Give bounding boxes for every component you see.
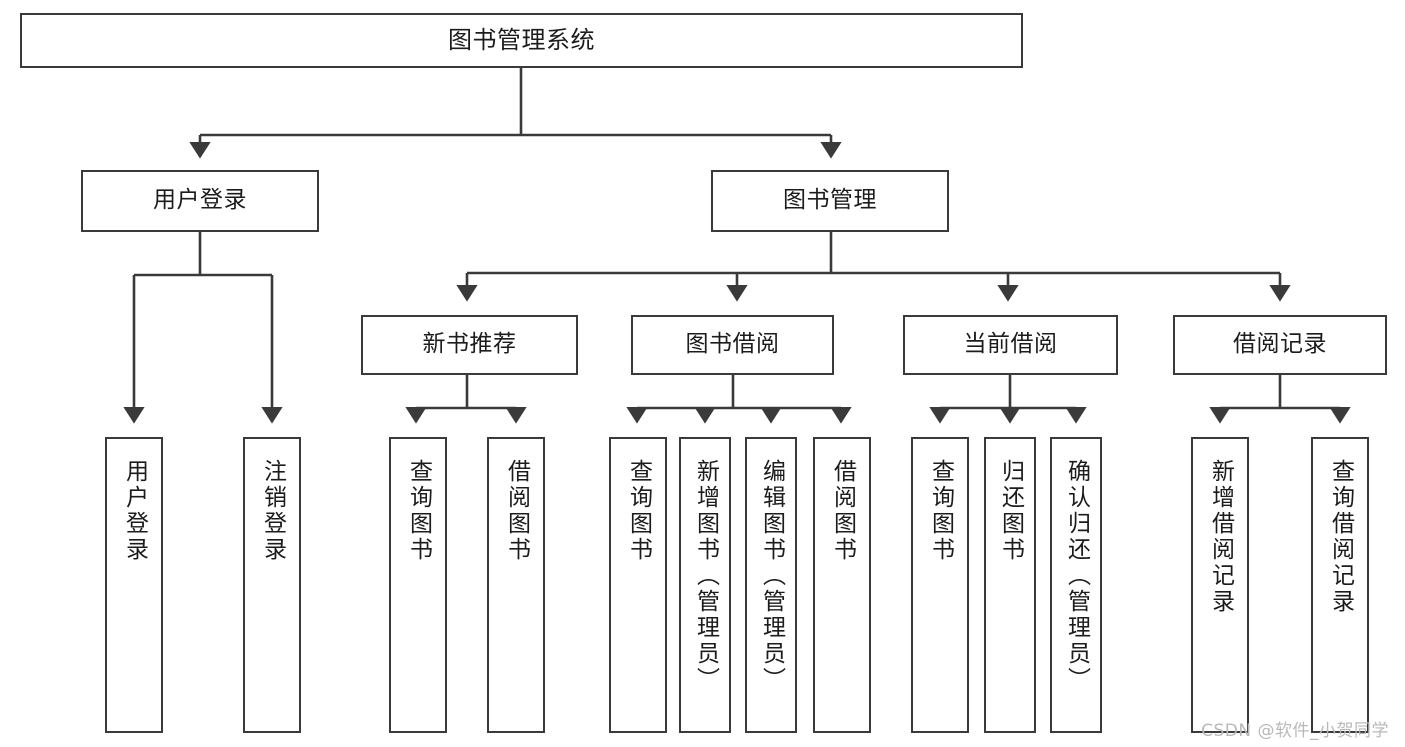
- node-root-system[interactable]: 图书管理系统: [20, 13, 1023, 68]
- leaf-node-query-borrow-record[interactable]: 查询借阅记录: [1311, 437, 1369, 733]
- node-label: 查询图书: [625, 459, 652, 563]
- node-label: 用户登录: [153, 187, 247, 214]
- leaf-node-query-book-borrow[interactable]: 查询图书: [609, 437, 667, 733]
- leaf-node-add-borrow-record[interactable]: 新增借阅记录: [1191, 437, 1249, 733]
- node-label: 当前借阅: [963, 331, 1058, 358]
- leaf-node-query-book-recommend[interactable]: 查询图书: [389, 437, 447, 733]
- leaf-node-user-login[interactable]: 用户登录: [105, 437, 163, 733]
- node-label: 归还图书: [997, 459, 1024, 563]
- node-label: 注销登录: [259, 459, 286, 563]
- node-label: 编辑图书（管理员）: [758, 459, 785, 693]
- leaf-node-confirm-return-admin[interactable]: 确认归还（管理员）: [1050, 437, 1102, 733]
- leaf-node-edit-book-admin[interactable]: 编辑图书（管理员）: [745, 437, 797, 733]
- node-label: 新书推荐: [422, 331, 517, 358]
- leaf-node-query-book-current[interactable]: 查询图书: [911, 437, 969, 733]
- node-label: 新增借阅记录: [1207, 459, 1234, 615]
- leaf-node-logout[interactable]: 注销登录: [243, 437, 301, 733]
- node-label: 图书管理: [783, 187, 877, 214]
- node-label: 查询图书: [927, 459, 954, 563]
- node-label: 查询借阅记录: [1327, 459, 1354, 615]
- node-user-login[interactable]: 用户登录: [81, 170, 319, 232]
- node-label: 查询图书: [405, 459, 432, 563]
- node-label: 借阅图书: [829, 459, 856, 563]
- node-book-borrow[interactable]: 图书借阅: [631, 315, 834, 375]
- watermark: CSDN @软件_小贺同学: [1201, 721, 1389, 741]
- leaf-node-borrow-book-recommend[interactable]: 借阅图书: [487, 437, 545, 733]
- node-current-borrow[interactable]: 当前借阅: [903, 315, 1118, 375]
- node-label: 用户登录: [121, 459, 148, 563]
- node-book-management[interactable]: 图书管理: [711, 170, 949, 232]
- node-borrow-record[interactable]: 借阅记录: [1173, 315, 1387, 375]
- node-label: 确认归还（管理员）: [1063, 459, 1090, 693]
- node-label: 借阅记录: [1233, 331, 1327, 358]
- leaf-node-add-book-admin[interactable]: 新增图书（管理员）: [679, 437, 731, 733]
- node-new-book-recommend[interactable]: 新书推荐: [361, 315, 578, 375]
- node-label: 图书管理系统: [448, 26, 595, 55]
- leaf-node-borrow-book[interactable]: 借阅图书: [813, 437, 871, 733]
- node-label: 新增图书（管理员）: [692, 459, 719, 693]
- node-label: 借阅图书: [503, 459, 530, 563]
- node-label: 图书借阅: [685, 331, 780, 358]
- leaf-node-return-book[interactable]: 归还图书: [984, 437, 1036, 733]
